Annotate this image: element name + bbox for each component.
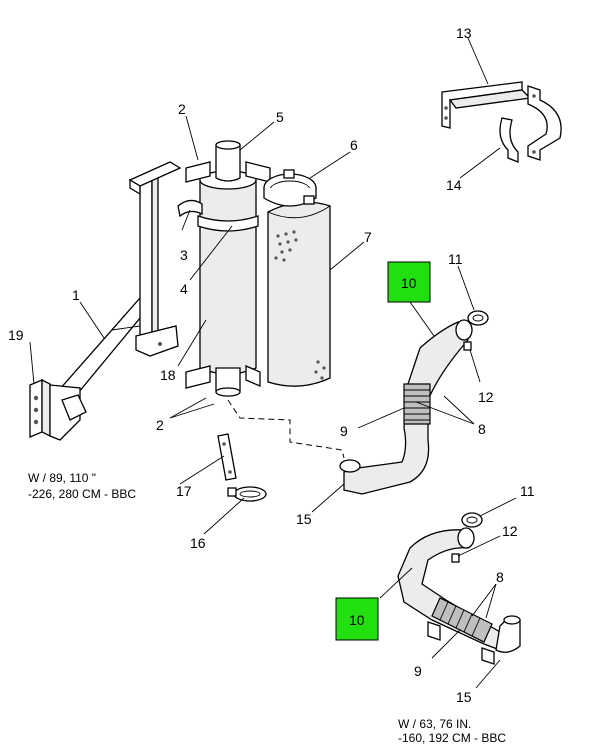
hose-clamp-16 — [227, 486, 267, 502]
note-right-line1: W / 63, 76 IN. — [398, 717, 471, 731]
label-5: 5 — [276, 109, 284, 125]
label-3: 3 — [180, 247, 188, 263]
support-bracket-1 — [49, 161, 182, 441]
label-8-lower: 8 — [496, 569, 504, 585]
strap-17 — [217, 433, 237, 481]
label-6: 6 — [350, 137, 358, 153]
callout-box-10-upper — [387, 261, 431, 303]
label-12-upper: 12 — [478, 389, 494, 405]
label-1: 1 — [72, 287, 80, 303]
mount-bracket-13 — [441, 81, 532, 129]
heat-shield-7 — [267, 201, 331, 387]
lower-pipe-assembly — [397, 527, 521, 665]
label-15-lower: 15 — [456, 689, 472, 705]
label-19: 19 — [8, 327, 24, 343]
label-11-lower: 11 — [520, 483, 535, 499]
bolt-12-bottom — [451, 553, 460, 563]
label-17: 17 — [176, 483, 192, 499]
label-13: 13 — [456, 25, 472, 41]
bracket-plate-19 — [29, 378, 51, 438]
label-11-upper: 11 — [448, 251, 463, 267]
model-notes: W / 89, 110 " -226, 280 CM - BBC W / 63,… — [28, 471, 506, 745]
label-15-upper: 15 — [296, 511, 312, 527]
clamp-11-bottom — [461, 512, 483, 528]
label-2-top: 2 — [178, 101, 186, 117]
clamp-11-top — [467, 310, 489, 326]
label-8-upper: 8 — [478, 421, 486, 437]
note-left-line1: W / 89, 110 " — [28, 471, 96, 485]
label-4: 4 — [180, 281, 188, 297]
label-18: 18 — [160, 367, 176, 383]
tail-pipe-assembly — [339, 319, 473, 495]
callout-box-10-lower — [335, 597, 379, 641]
flex-bellows-lower-8 — [431, 597, 493, 643]
label-10-upper: 10 — [401, 275, 417, 291]
note-right-line2: -160, 192 CM - BBC — [398, 731, 506, 745]
bolt-12-top — [463, 341, 472, 351]
label-14: 14 — [446, 177, 462, 193]
label-10-lower: 10 — [349, 612, 365, 628]
routing-line — [227, 399, 345, 459]
label-2-bottom: 2 — [156, 417, 164, 433]
label-12-lower: 12 — [502, 523, 518, 539]
label-9-lower: 9 — [414, 663, 422, 679]
muffler-18 — [177, 140, 271, 397]
flex-bellows-8 — [403, 383, 431, 425]
note-left-line2: -226, 280 CM - BBC — [28, 487, 136, 501]
shield-clamp-6 — [263, 169, 317, 207]
part-labels: 13 2 5 6 14 7 3 11 4 1 19 18 12 2 9 8 17… — [8, 25, 535, 705]
pipe-clamp-14 — [499, 85, 562, 163]
label-9-upper: 9 — [340, 423, 348, 439]
label-7: 7 — [364, 229, 372, 245]
label-16: 16 — [190, 535, 206, 551]
leader-lines — [29, 37, 517, 689]
shield-perforations — [274, 230, 326, 380]
